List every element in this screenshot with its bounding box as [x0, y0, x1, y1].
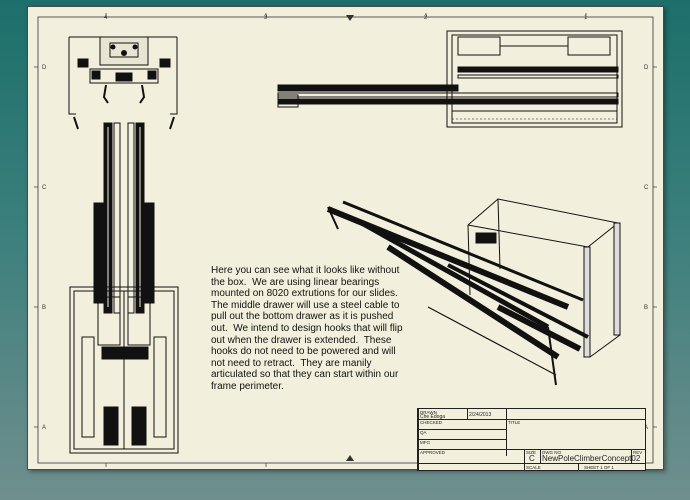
center-mark-icon [346, 455, 354, 461]
cad-drawing-canvas [34, 13, 657, 467]
top-view-drawing [277, 30, 623, 128]
zone-column-label: 3 [264, 15, 268, 21]
zone-row-label: C [644, 185, 649, 191]
mfg-label: MFG [420, 440, 430, 445]
zone-column-label: 4 [104, 15, 108, 21]
zone-row-label: C [42, 185, 47, 191]
zone-row-label: A [42, 425, 47, 431]
zone-row-label: B [42, 305, 47, 311]
title-label: TITLE [508, 420, 521, 425]
zone-row-label: D [42, 65, 47, 71]
drawn-by-value: Che Edoga [420, 414, 446, 420]
design-note-text: Here you can see what it looks like with… [211, 265, 406, 392]
rev-label: REV [633, 450, 643, 455]
title-block: DRAWN Che Edoga 2/24/2013 CHECKED QA MFG… [417, 408, 646, 471]
isometric-view-drawing [326, 198, 621, 386]
zone-row-label: B [644, 305, 649, 311]
size-value: C [529, 454, 535, 463]
zone-row-label: A [644, 425, 649, 431]
zone-column-label: 1 [584, 15, 588, 21]
sheet-number-label: SHEET 1 OF 1 [584, 465, 614, 470]
drawn-label: DRAWN [420, 410, 437, 415]
scale-label: SCALE [526, 465, 541, 470]
zone-column-label: 2 [424, 15, 428, 21]
front-view-drawing [68, 36, 179, 454]
sheet-border [37, 16, 654, 464]
qa-label: QA [420, 430, 427, 435]
size-label: SIZE [526, 450, 537, 455]
drawing-sheet: 4 3 2 1 D C B A D C B A Here you can see… [27, 6, 664, 471]
approved-label: APPROVED [420, 450, 446, 455]
zone-row-label: D [644, 65, 649, 71]
dwg-no-label: DWG NO [542, 450, 561, 455]
dwg-no-value: NewPoleClimberConcept02 [542, 454, 641, 463]
checked-label: CHECKED [420, 420, 443, 425]
center-mark-icon [346, 15, 354, 21]
drawn-date-value: 2/24/2013 [469, 412, 492, 418]
